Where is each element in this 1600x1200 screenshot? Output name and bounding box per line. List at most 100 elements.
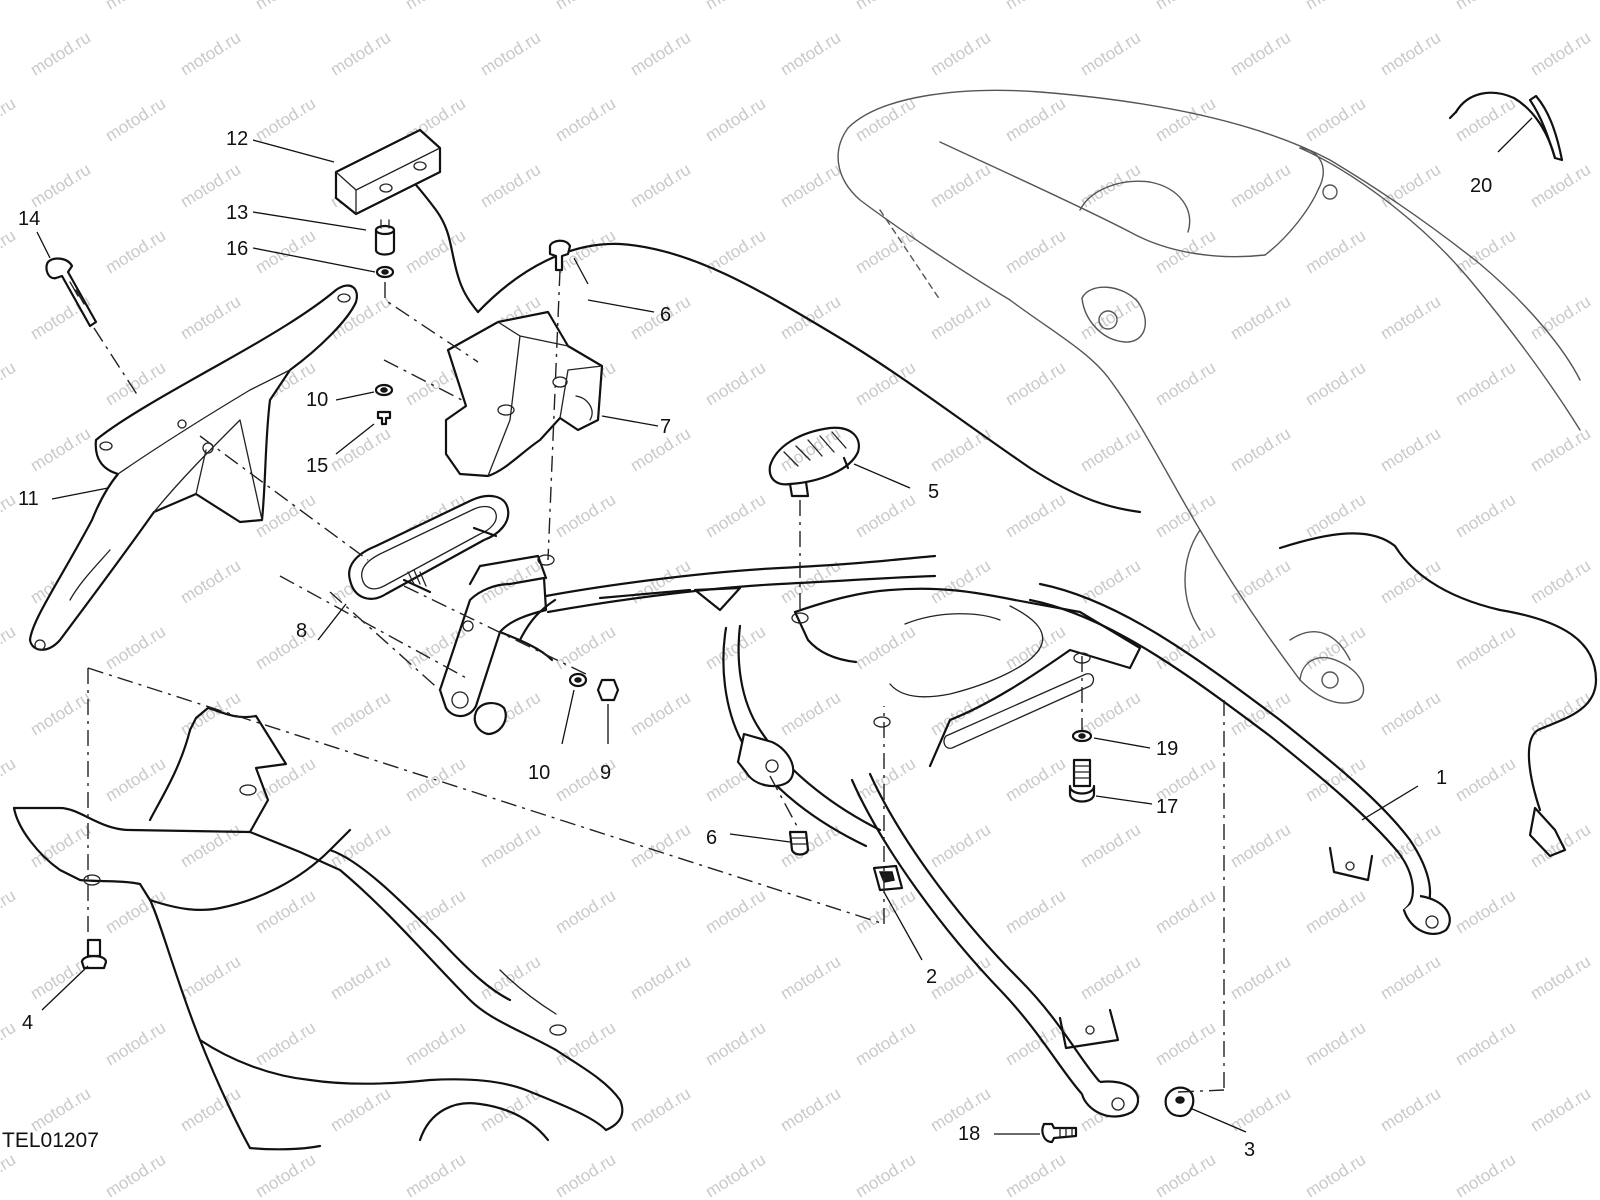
watermark-text: motod.ru [177,952,244,1004]
callout-6-upper: 6 [660,304,671,326]
watermark-text: motod.ru [252,1150,319,1200]
watermark-text: motod.ru [552,94,619,146]
watermark-text: motod.ru [852,226,919,278]
watermark-text: motod.ru [0,490,19,542]
watermark-text: motod.ru [777,688,844,740]
watermark-text: motod.ru [1302,94,1369,146]
watermark-text: motod.ru [177,28,244,80]
watermark-text: motod.ru [1452,754,1519,806]
watermark-text: motod.ru [102,226,169,278]
watermark-text: motod.ru [1077,820,1144,872]
clip-nut-part-2 [872,864,904,892]
watermark-text: motod.ru [252,226,319,278]
callout-12: 12 [226,128,248,150]
callout-13: 13 [226,202,248,224]
watermark-text: motod.ru [927,160,994,212]
watermark-text: motod.ru [627,820,694,872]
watermark-text: motod.ru [0,0,19,13]
watermark-text: motod.ru [0,358,19,410]
watermark-text: motod.ru [477,820,544,872]
watermark-text: motod.ru [927,820,994,872]
plate-light-part-8 [348,494,510,600]
watermark-text: motod.ru [0,754,19,806]
watermark-text: motod.ru [1302,226,1369,278]
watermark-text: motod.ru [0,94,19,146]
watermark-text: motod.ru [1452,886,1519,938]
watermark-text: motod.ru [1452,1018,1519,1070]
watermark-text: motod.ru [27,1084,94,1136]
watermark-text: motod.ru [1002,0,1069,13]
watermark-text: motod.ru [777,952,844,1004]
watermark-text: motod.ru [1377,952,1444,1004]
callout-11: 11 [18,488,39,510]
watermark-text: motod.ru [702,94,769,146]
watermark-text: motod.ru [702,358,769,410]
watermark-text: motod.ru [252,622,319,674]
watermark-text: motod.ru [102,0,169,13]
watermark-text: motod.ru [627,952,694,1004]
callout-18: 18 [958,1123,980,1145]
watermark-text: motod.ru [1452,1150,1519,1200]
watermark-text: motod.ru [252,1018,319,1070]
watermark-text: motod.ru [1377,292,1444,344]
watermark-text: motod.ru [177,688,244,740]
rear-frame-part-1 [438,554,1451,1118]
callout-15: 15 [306,455,328,477]
watermark-text: motod.ru [1527,424,1594,476]
washer-part-10-lower [568,672,588,688]
callout-10-lower: 10 [528,762,550,784]
watermark-text: motod.ru [477,1084,544,1136]
watermark-text: motod.ru [1227,820,1294,872]
watermark-text: motod.ru [927,292,994,344]
watermark-text: motod.ru [177,556,244,608]
watermark-text: motod.ru [27,820,94,872]
screw-part-14 [45,257,98,328]
watermark-text: motod.ru [177,1084,244,1136]
watermark-text: motod.ru [1152,622,1219,674]
watermark-text: motod.ru [252,0,319,13]
watermark-text: motod.ru [1152,94,1219,146]
watermark-text: motod.ru [1002,1150,1069,1200]
watermark-text: motod.ru [1002,490,1069,542]
watermark-text: motod.ru [102,94,169,146]
watermark-text: motod.ru [0,622,19,674]
bolt-part-18 [1041,1122,1078,1144]
watermark-text: motod.ru [852,94,919,146]
watermark-text: motod.ru [627,160,694,212]
watermark-text: motod.ru [327,688,394,740]
callout-4: 4 [22,1012,33,1034]
watermark-text: motod.ru [27,28,94,80]
watermark-text: motod.ru [702,622,769,674]
watermark-text: motod.ru [1452,358,1519,410]
watermark-text: motod.ru [327,1084,394,1136]
callout-7: 7 [660,416,671,438]
rubber-pad-part-5 [768,426,860,498]
watermark-text: motod.ru [627,28,694,80]
screw-part-4 [80,938,108,970]
watermark-text: motod.ru [27,160,94,212]
watermark-text: motod.ru [552,0,619,13]
watermark-text: motod.ru [402,226,469,278]
watermark-text: motod.ru [1527,1084,1594,1136]
watermark-text: motod.ru [1527,556,1594,608]
watermark-text: motod.ru [1227,292,1294,344]
watermark-text: motod.ru [327,424,394,476]
watermark-text: motod.ru [1527,292,1594,344]
watermark-text: motod.ru [1452,0,1519,13]
watermark-text: motod.ru [0,886,19,938]
watermark-text: motod.ru [102,622,169,674]
callout-labels: 12 13 16 14 6 10 15 11 7 8 10 9 6 5 19 1… [2,128,1492,1161]
watermark-text: motod.ru [1302,1018,1369,1070]
watermark-text: motod.ru [1377,1084,1444,1136]
watermark-text: motod.ru [1002,358,1069,410]
screw-part-6-lower [788,830,810,856]
watermark-text: motod.ru [1002,622,1069,674]
watermark-text: motod.ru [327,952,394,1004]
watermark-text: motod.ru [927,28,994,80]
watermark-text: motod.ru [0,1018,19,1070]
watermark-text: motod.ru [852,490,919,542]
callout-10-upper: 10 [306,389,328,411]
assembly-lines [87,269,1225,1093]
nut-part-9 [596,678,620,702]
washer-part-16 [375,265,395,279]
